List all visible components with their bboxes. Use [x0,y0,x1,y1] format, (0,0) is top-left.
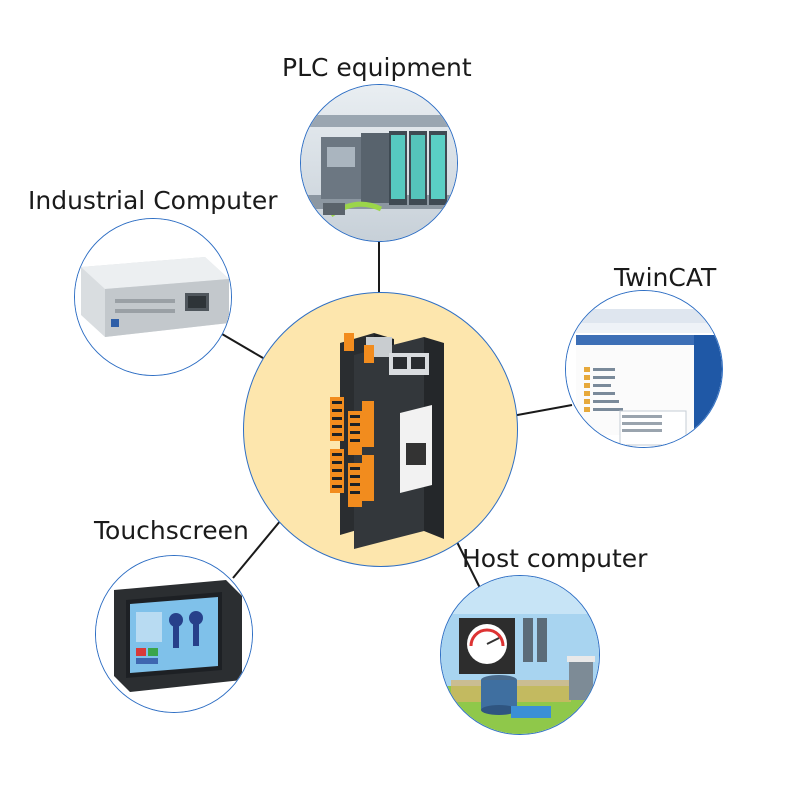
connector-industrial [221,333,264,359]
plc-rack-icon [301,85,457,241]
rack-pc-icon [75,219,231,375]
connector-twincat [511,404,573,417]
host-computer-image [440,575,600,735]
connector-host [454,537,483,593]
label-plc-equipment: PLC equipment [282,53,472,82]
label-touchscreen: Touchscreen [94,516,249,545]
label-twincat: TwinCAT [614,263,717,292]
industrial-computer-image [74,218,232,376]
label-industrial-computer: Industrial Computer [28,186,278,215]
twincat-window-icon [566,291,722,447]
connector-touchscreen [232,519,282,579]
label-host-computer: Host computer [462,544,648,573]
twincat-screenshot [565,290,723,448]
io-module-icon [330,333,444,549]
scada-screen-icon [441,576,599,734]
hmi-panel-icon [96,556,252,712]
plc-equipment-image [300,84,458,242]
center-device-image [243,292,518,567]
touchscreen-image [95,555,253,713]
